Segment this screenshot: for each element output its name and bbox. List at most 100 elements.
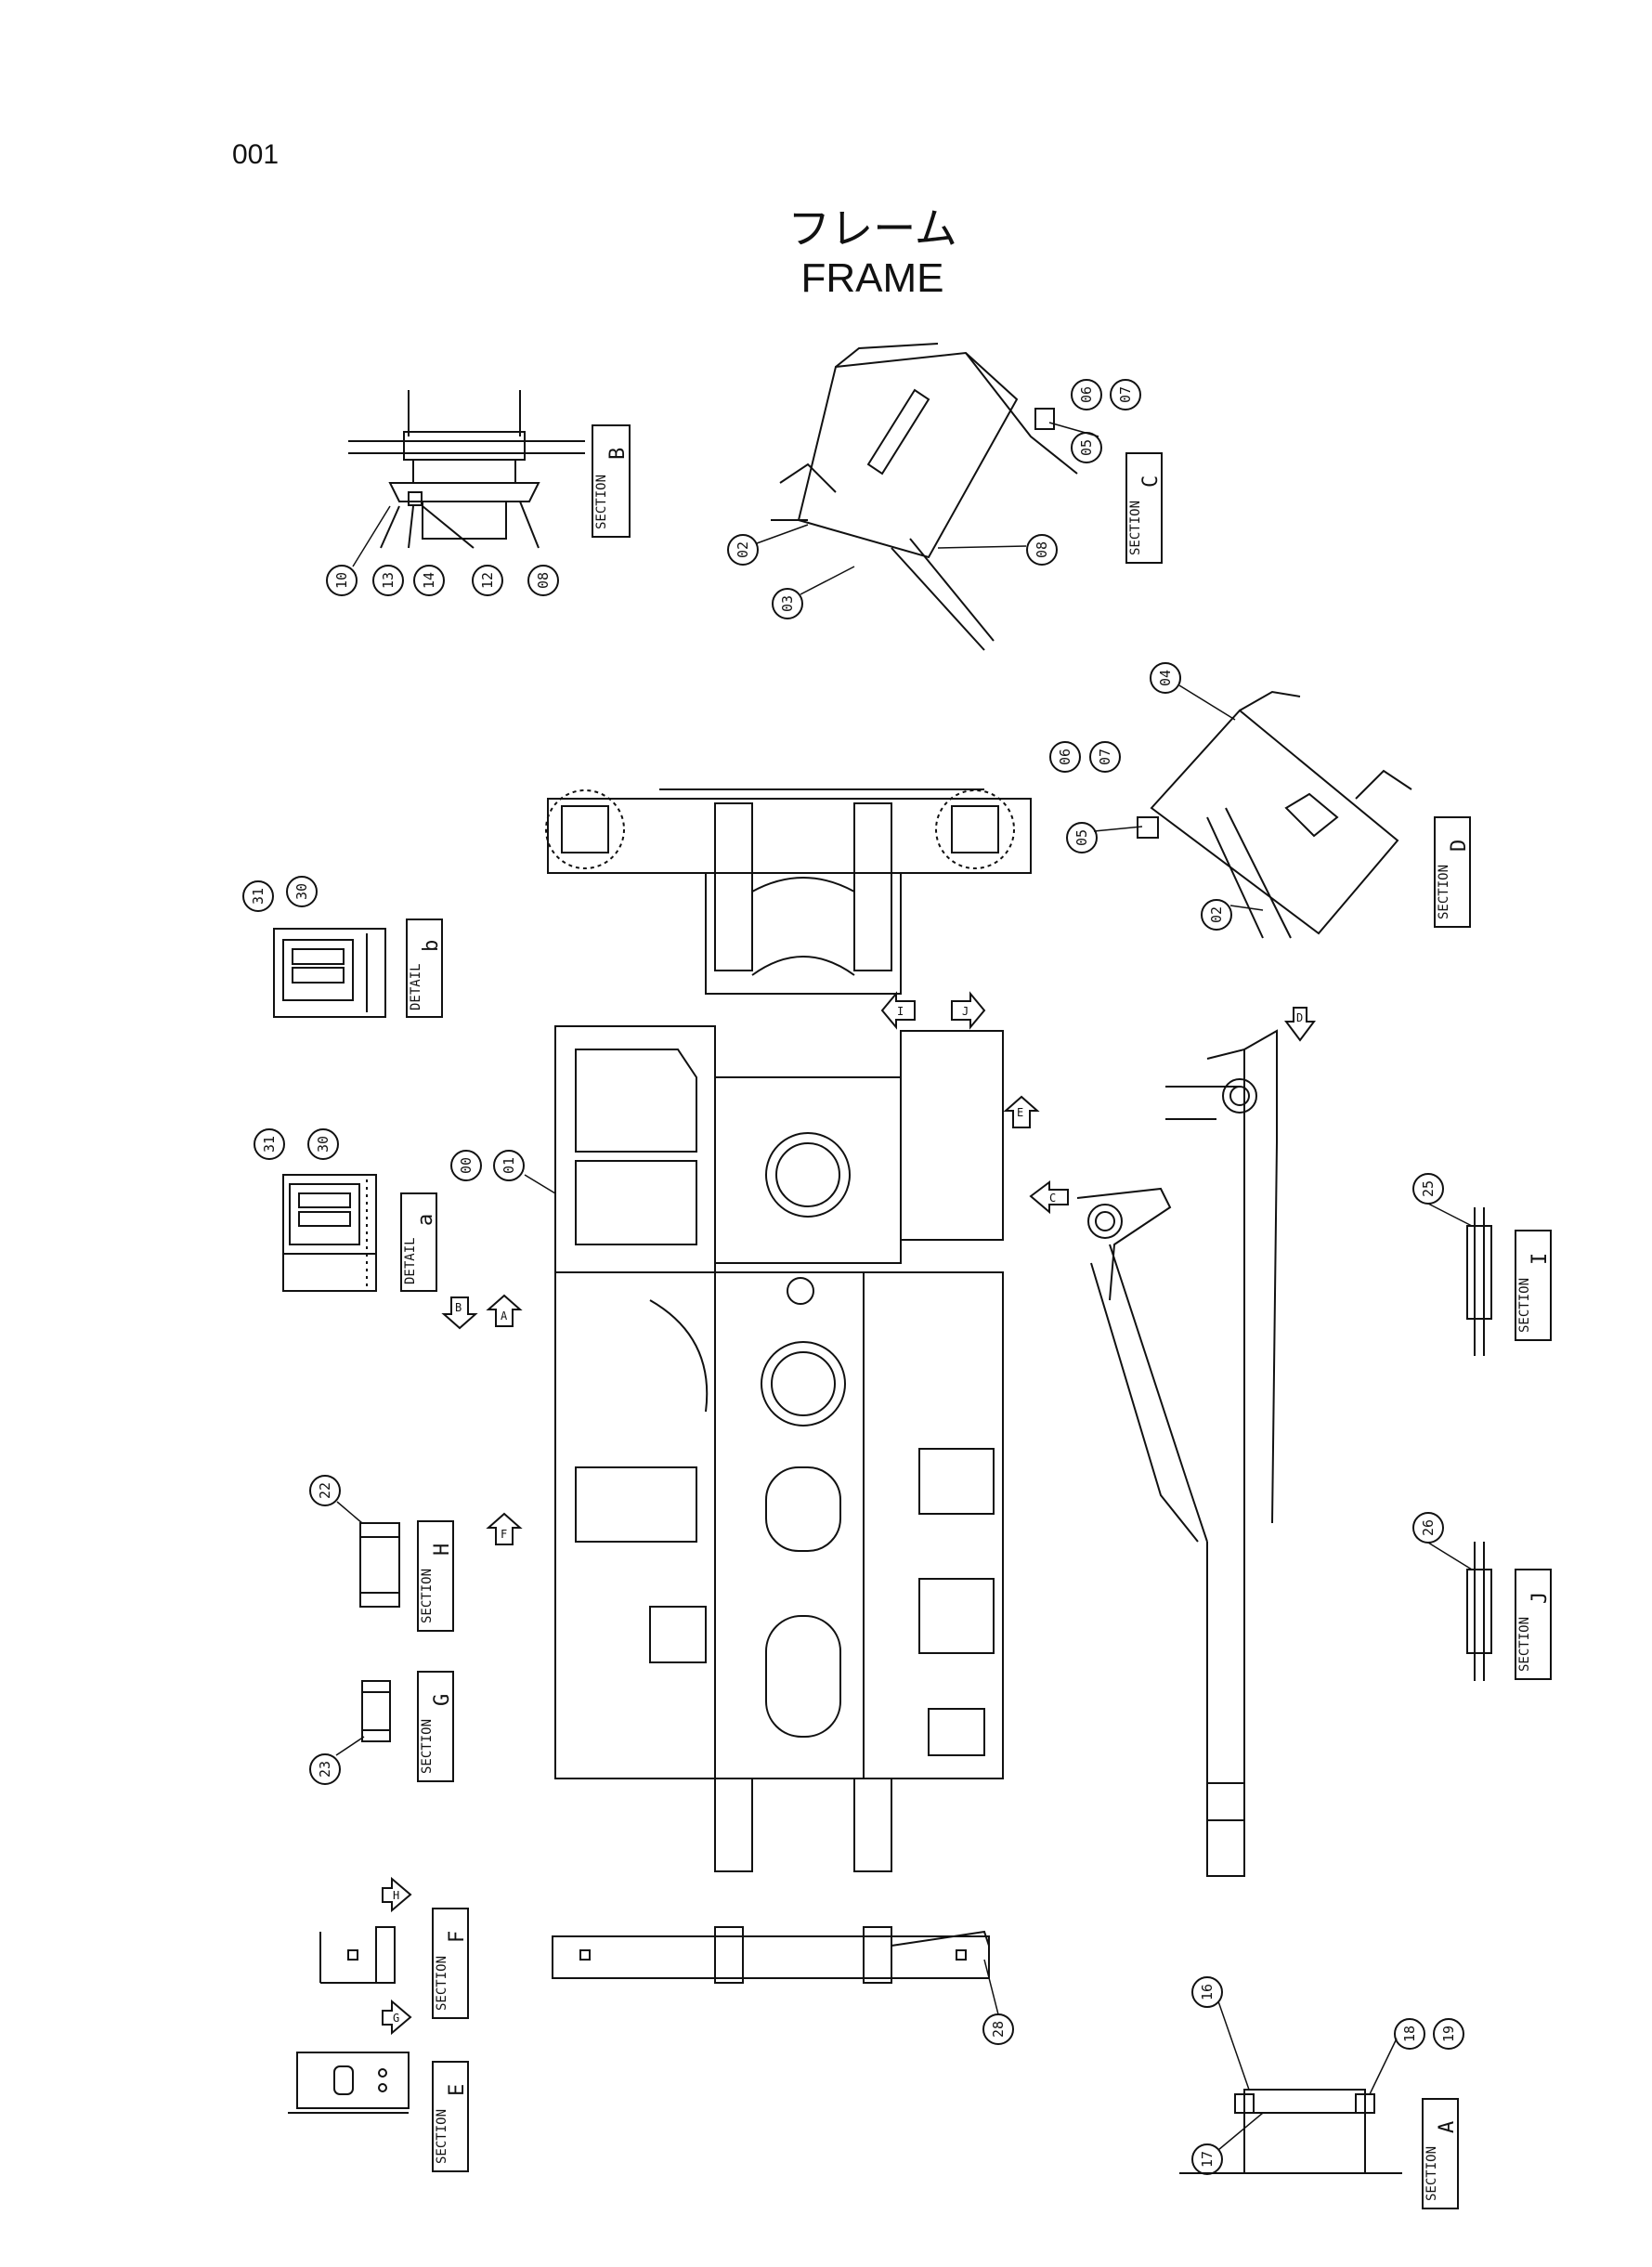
section-label-B: SECTION B: [592, 424, 631, 538]
callout-26: 26: [1412, 1512, 1444, 1544]
section-label-A: SECTION A: [1422, 2098, 1459, 2209]
section-g-view: [361, 1680, 391, 1742]
callout-22: 22: [309, 1475, 341, 1506]
svg-text:07: 07: [1117, 386, 1134, 403]
callout-23: 23: [309, 1753, 341, 1785]
view-arrow-D: D: [1284, 1007, 1316, 1042]
svg-text:SECTION: SECTION: [1437, 865, 1451, 919]
callout-04: 04: [1150, 662, 1181, 694]
callout-25: 25: [1412, 1173, 1444, 1205]
callout-16: 16: [1191, 1976, 1223, 2008]
svg-text:D: D: [1448, 840, 1471, 852]
view-arrow-B: B: [441, 1296, 478, 1330]
section-label-F: SECTION F: [432, 1908, 469, 2019]
detail-label-a: DETAIL a: [400, 1192, 437, 1292]
section-d-view: [1137, 690, 1412, 939]
svg-text:SECTION: SECTION: [435, 2109, 449, 2164]
svg-text:G: G: [393, 2012, 399, 2025]
svg-text:a: a: [414, 1214, 437, 1226]
svg-text:H: H: [393, 1889, 399, 1902]
callout-31-top: 31: [242, 880, 274, 912]
svg-text:31: 31: [250, 888, 267, 905]
detail-a-view: [282, 1174, 377, 1292]
svg-text:18: 18: [1401, 2026, 1418, 2042]
section-a-view: [1179, 2089, 1402, 2174]
callout-06-mid: 06: [1049, 741, 1081, 773]
view-arrow-I: I: [880, 991, 916, 1030]
section-label-I: SECTION I: [1515, 1230, 1552, 1341]
svg-text:05: 05: [1073, 829, 1090, 846]
callout-00: 00: [450, 1150, 482, 1181]
callout-01: 01: [493, 1150, 525, 1181]
title-japanese: フレーム: [787, 203, 957, 254]
callout-07-top: 07: [1110, 379, 1141, 410]
svg-text:E: E: [1017, 1106, 1023, 1119]
section-f-view: [319, 1926, 396, 1984]
callout-10: 08: [527, 565, 559, 596]
callout-11: 10: [326, 565, 358, 596]
svg-text:08: 08: [1034, 541, 1050, 558]
svg-text:01: 01: [501, 1157, 517, 1174]
callout-31-mid: 31: [254, 1128, 285, 1160]
section-c-view: [771, 343, 1078, 651]
svg-text:06: 06: [1078, 386, 1095, 403]
svg-text:I: I: [1528, 1253, 1552, 1265]
svg-text:03: 03: [779, 595, 796, 612]
callout-30-top: 30: [286, 876, 318, 907]
detail-label-b: DETAIL b: [406, 919, 443, 1018]
view-arrow-G: G: [382, 1999, 412, 2036]
svg-text:F: F: [501, 1528, 507, 1541]
svg-text:I: I: [897, 1005, 904, 1018]
svg-text:J: J: [962, 1005, 969, 1018]
section-label-H: SECTION H: [417, 1520, 454, 1632]
callout-05-top: 05: [1071, 432, 1102, 463]
section-label-C: SECTION C: [1125, 452, 1163, 564]
section-h-view: [359, 1522, 400, 1608]
section-j-view: [1466, 1542, 1492, 1681]
svg-text:SECTION: SECTION: [1517, 1278, 1532, 1333]
svg-text:12: 12: [479, 572, 496, 589]
svg-text:06: 06: [1057, 749, 1073, 765]
view-arrow-J: J: [951, 991, 986, 1030]
callout-13: 13: [372, 565, 404, 596]
section-b-view: [348, 390, 585, 549]
svg-text:31: 31: [261, 1136, 278, 1153]
page-number: 001: [232, 139, 280, 170]
callout-05-mid: 05: [1066, 822, 1098, 853]
callout-18: 18: [1394, 2018, 1425, 2050]
svg-text:08: 08: [535, 572, 552, 589]
section-label-D: SECTION D: [1434, 816, 1471, 928]
svg-text:SECTION: SECTION: [1517, 1617, 1532, 1672]
svg-text:SECTION: SECTION: [1128, 501, 1143, 555]
svg-text:G: G: [431, 1694, 454, 1706]
svg-text:28: 28: [990, 2021, 1007, 2038]
callout-06-top: 06: [1071, 379, 1102, 410]
svg-text:05: 05: [1078, 439, 1095, 456]
svg-text:30: 30: [315, 1136, 332, 1153]
svg-text:14: 14: [421, 572, 437, 589]
svg-text:B: B: [606, 448, 630, 460]
svg-text:C: C: [1049, 1192, 1056, 1205]
callout-17: 17: [1191, 2143, 1223, 2175]
svg-text:b: b: [420, 940, 443, 952]
detail-b-view: [273, 928, 386, 1018]
main-frame-plan: [554, 1025, 1004, 1872]
section-i-view: [1466, 1207, 1492, 1356]
frame-bottom-side-view: [552, 1926, 990, 1984]
section-label-E: SECTION E: [432, 2061, 469, 2172]
callout-12: 12: [472, 565, 503, 596]
svg-text:DETAIL: DETAIL: [403, 1237, 418, 1284]
callout-02-mid: 02: [1201, 899, 1232, 931]
svg-text:D: D: [1296, 1011, 1303, 1024]
svg-text:DETAIL: DETAIL: [409, 963, 423, 1010]
section-label-G: SECTION G: [417, 1671, 454, 1782]
callout-14: 14: [413, 565, 445, 596]
svg-text:E: E: [446, 2084, 469, 2096]
svg-text:B: B: [455, 1301, 462, 1314]
callout-08: 08: [1026, 534, 1058, 566]
svg-text:02: 02: [735, 541, 751, 558]
svg-text:26: 26: [1420, 1519, 1437, 1536]
view-arrow-C: C: [1029, 1180, 1069, 1215]
svg-text:30: 30: [293, 883, 310, 900]
